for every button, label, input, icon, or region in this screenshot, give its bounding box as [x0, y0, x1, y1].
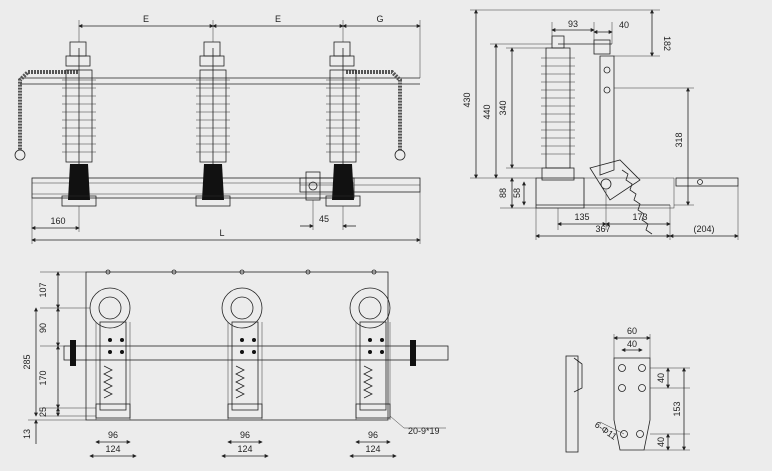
dim-124-3: 124 [365, 444, 380, 454]
dim-40: 40 [619, 20, 629, 30]
dim-96-1: 96 [108, 430, 118, 440]
insulator-pole-1 [61, 41, 97, 207]
dim-90: 90 [38, 323, 48, 333]
terminal-plate [613, 357, 651, 451]
dim-L: L [219, 228, 224, 238]
dim-45: 45 [319, 214, 329, 224]
dim-160: 160 [50, 216, 65, 226]
dim-88: 88 [498, 188, 508, 198]
dim-340: 340 [498, 100, 508, 115]
dim-60: 60 [627, 326, 637, 336]
dim-G: G [376, 14, 383, 24]
dim-40-a: 40 [656, 373, 666, 383]
dim-25: 25 [38, 407, 48, 417]
dim-430: 430 [462, 92, 472, 107]
dim-E-2: E [275, 14, 281, 24]
terminal-detail: 60 40 40 40 153 6-Φ11 [565, 326, 690, 453]
dim-96-2: 96 [240, 430, 250, 440]
dim-318: 318 [674, 132, 684, 147]
side-view: 93 40 182 430 440 340 318 88 58 135 [462, 9, 739, 240]
dim-170: 170 [38, 370, 48, 385]
dim-107: 107 [38, 282, 48, 297]
dim-40-top: 40 [627, 339, 637, 349]
top-pole-2 [221, 287, 263, 420]
dim-40-b: 40 [656, 437, 666, 447]
dim-153: 153 [672, 401, 682, 416]
right-braided-lead [346, 70, 402, 150]
top-operating-shaft [63, 345, 449, 361]
dim-135: 135 [574, 212, 589, 222]
dim-93: 93 [568, 19, 578, 29]
insulator-pole-2 [195, 41, 231, 207]
front-view: E E G 160 45 L [14, 14, 421, 244]
dim-204: (204) [693, 224, 714, 234]
dim-124-1: 124 [105, 444, 120, 454]
hole-note-top: 20-9*19 [408, 426, 440, 436]
dim-E-1: E [143, 14, 149, 24]
dim-182: 182 [662, 36, 672, 51]
dim-173: 173 [632, 212, 647, 222]
insulator-pole-3 [325, 41, 361, 207]
left-braided-lead [18, 70, 78, 150]
dim-96-3: 96 [368, 430, 378, 440]
dim-124-2: 124 [237, 444, 252, 454]
dim-13: 13 [22, 429, 32, 439]
side-base [535, 177, 585, 209]
front-base-channel [31, 177, 355, 199]
dim-58: 58 [512, 188, 522, 198]
dim-440: 440 [482, 104, 492, 119]
top-pole-1 [89, 287, 131, 420]
top-pole-3 [349, 287, 391, 420]
top-view: 107 90 170 25 285 13 96 124 96 124 96 12… [22, 269, 449, 458]
dim-285: 285 [22, 354, 32, 369]
dim-367: 367 [595, 224, 610, 234]
